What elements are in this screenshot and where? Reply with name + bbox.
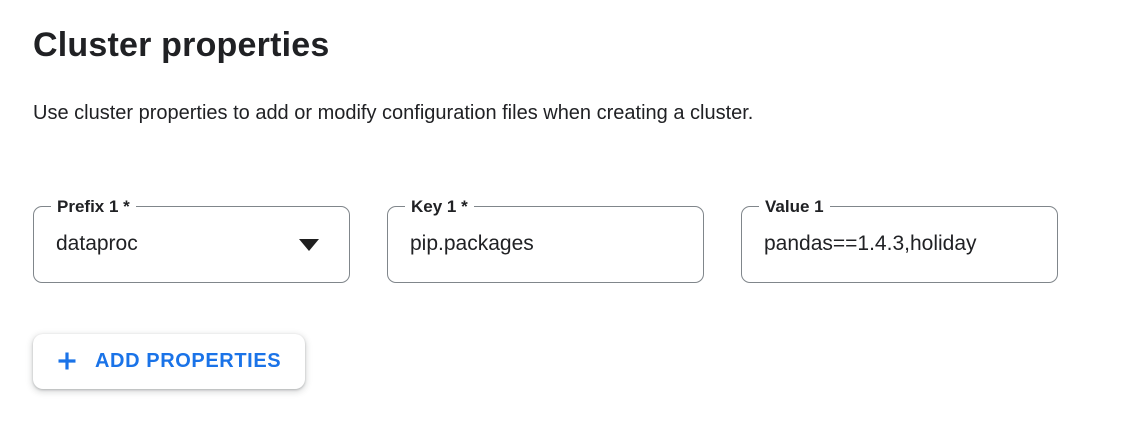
- add-properties-label: ADD PROPERTIES: [95, 349, 282, 372]
- prefix-select-field[interactable]: Prefix 1 * dataproc: [33, 195, 350, 283]
- add-properties-button[interactable]: ADD PROPERTIES: [33, 333, 306, 389]
- cluster-properties-section: Cluster properties Use cluster propertie…: [33, 26, 1122, 389]
- prefix-label: Prefix 1 *: [51, 195, 136, 217]
- value-field: Value 1: [741, 195, 1058, 283]
- key-field: Key 1 *: [387, 195, 704, 283]
- property-row: Prefix 1 * dataproc Key 1 * Value 1: [33, 195, 1122, 283]
- section-description: Use cluster properties to add or modify …: [33, 101, 754, 124]
- value-input[interactable]: [742, 206, 1057, 282]
- prefix-selected-value[interactable]: dataproc: [56, 232, 138, 256]
- key-input[interactable]: [388, 206, 703, 282]
- page-title: Cluster properties: [33, 26, 330, 64]
- plus-icon: [58, 352, 76, 370]
